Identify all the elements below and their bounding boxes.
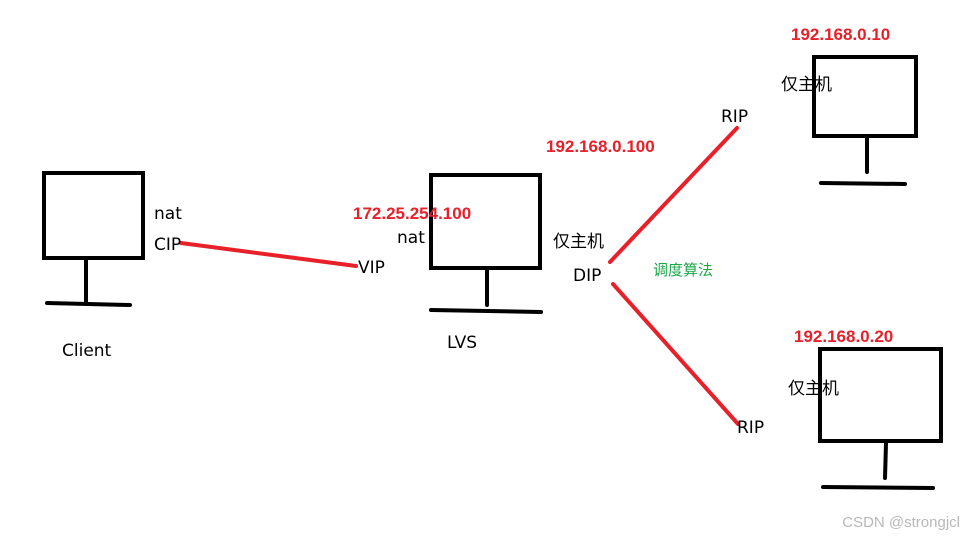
link-lvs-server-1 (608, 126, 739, 264)
link-lvs-server-2 (611, 282, 740, 426)
network-links (179, 126, 740, 426)
lvs-label: LVS (447, 333, 477, 353)
client-mode-label: nat (154, 204, 182, 224)
client-label: Client (62, 341, 112, 361)
server-2-rip-label: RIP (737, 418, 764, 438)
server-1-computer-icon (812, 55, 918, 186)
watermark: CSDN @strongjcl (842, 514, 960, 531)
lvs-mode-label: nat (397, 228, 425, 248)
server-2-computer-icon (818, 347, 943, 490)
link-client-lvs (179, 241, 358, 268)
server-2-host-mode-label: 仅主机 (788, 379, 839, 399)
lvs-dip-label: DIP (573, 266, 601, 286)
server-1-rip-label: RIP (721, 107, 748, 127)
scheduling-algorithm-label: 调度算法 (653, 261, 713, 279)
server-1-host-mode-label: 仅主机 (781, 75, 832, 95)
client-computer-icon (42, 171, 145, 307)
server-2-address: 192.168.0.20 (794, 327, 893, 346)
lvs-dip-address: 192.168.0.100 (546, 137, 655, 156)
lvs-vip-label: VIP (358, 258, 385, 278)
lvs-computer-icon (429, 173, 543, 314)
client-cip-label: CIP (154, 235, 181, 255)
lvs-vip-address: 172.25.254.100 (353, 204, 471, 223)
lvs-host-mode-label: 仅主机 (553, 232, 604, 252)
server-1-address: 192.168.0.10 (791, 25, 890, 44)
